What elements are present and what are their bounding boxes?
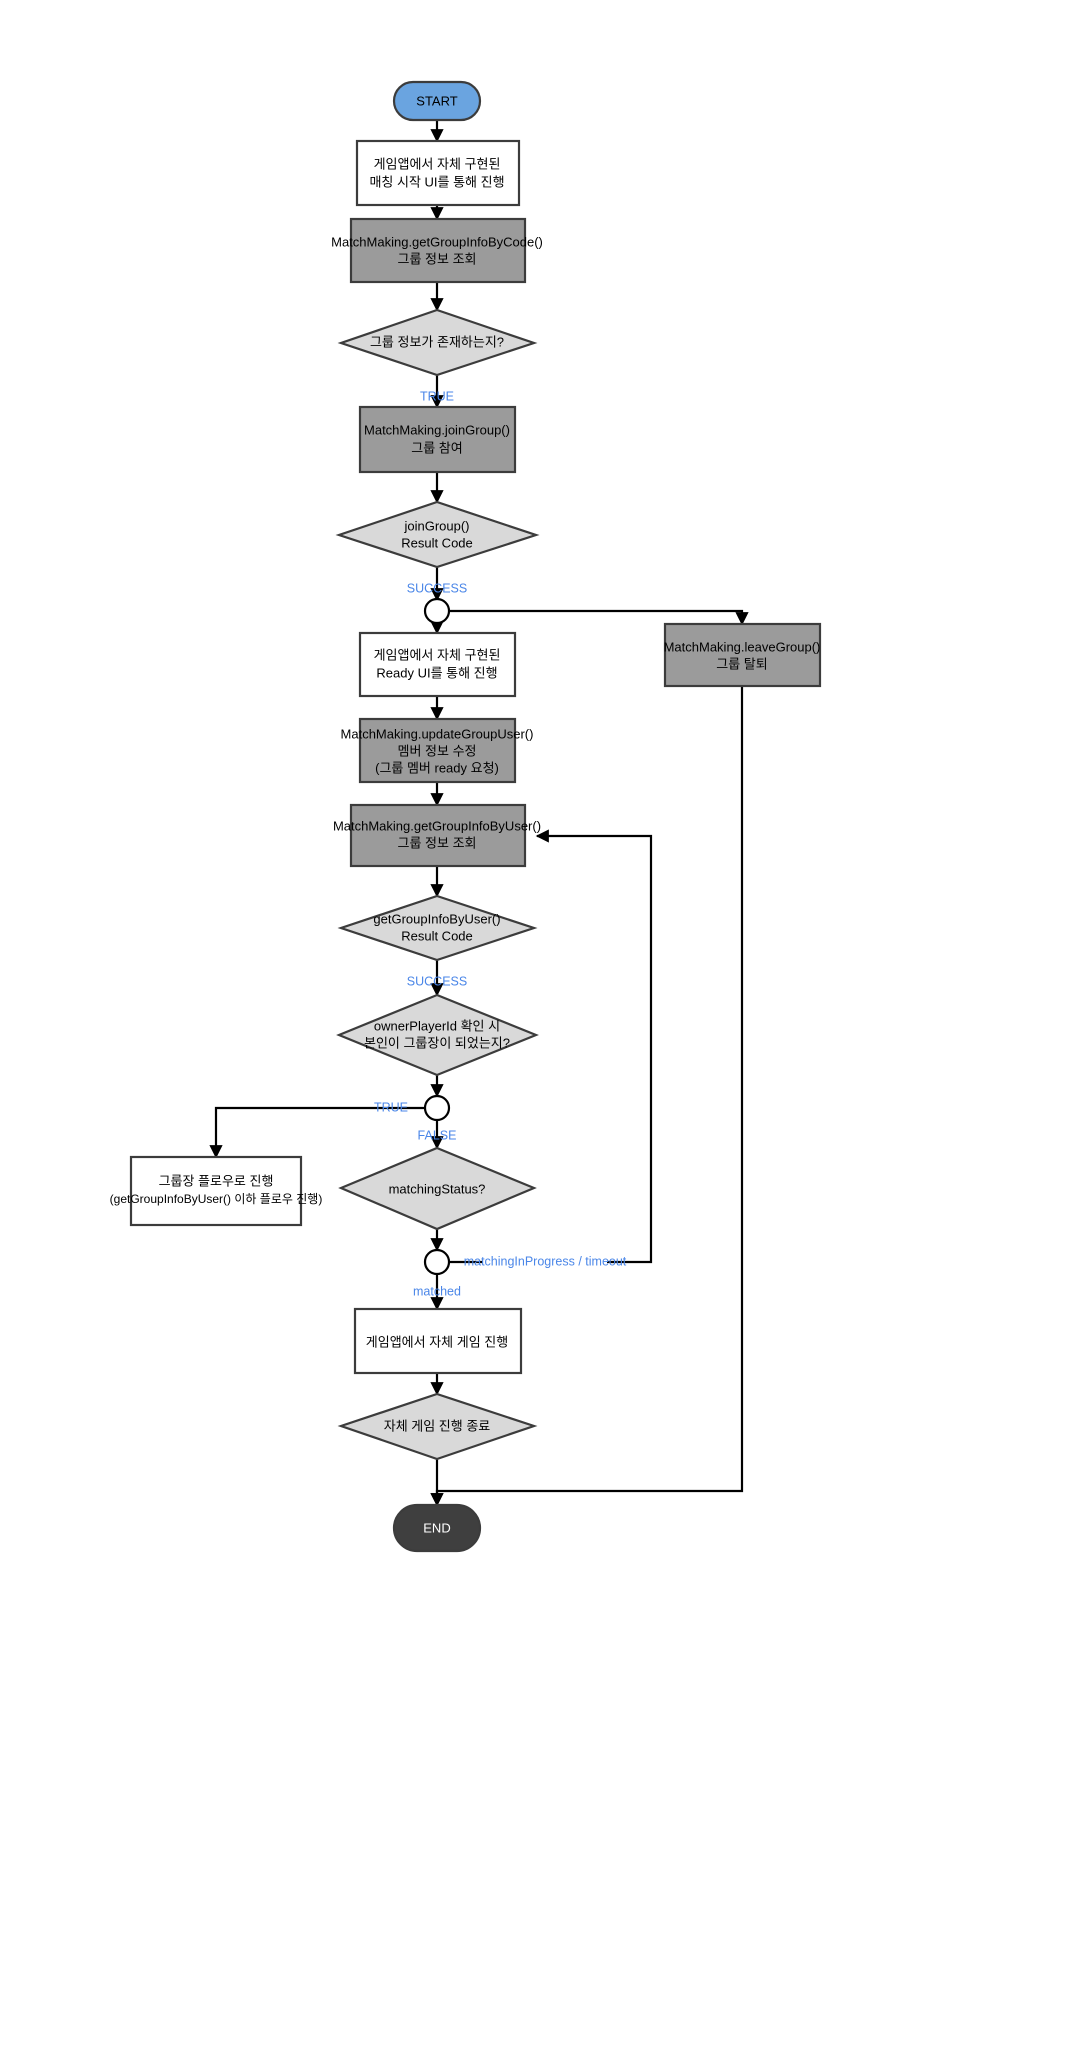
edge-junction3-to-getbyuser-loop [450,836,653,1264]
owner-check-shape [336,993,539,1077]
join-group-shape [358,405,517,474]
match-start-ui-line1: 게임앱에서 자체 구현된 [374,156,501,171]
edge-label-owner-true: TRUE [374,1100,408,1114]
matching-status-label: matchingStatus? [389,1181,486,1196]
get-group-info-by-user-result-shape [337,894,538,962]
game-end-shape [337,1392,538,1461]
edge-label-matched: matched [413,1284,461,1298]
owner-check-line2: 본인이 그룹장이 되었는지? [364,1035,510,1050]
leave-group-line2: 그룹 탈퇴 [716,656,767,671]
ready-ui-line1: 게임앱에서 자체 구현된 [374,647,501,662]
join-group-line2: 그룹 참여 [411,440,462,455]
join-group-result-line1: joinGroup() [403,518,469,533]
get-group-info-by-code-line2: 그룹 정보 조회 [398,251,477,266]
game-end-label: 자체 게임 진행 종료 [384,1418,491,1433]
junction-join-group-success[interactable] [423,597,451,625]
group-exists-label: 그룹 정보가 존재하는지? [370,334,504,349]
get-group-info-by-user-result-line2: Result Code [401,928,473,943]
node-game-end[interactable]: 자체 게임 진행 종료 [337,1392,538,1461]
owner-check-line1: ownerPlayerId 확인 시 [374,1018,500,1033]
get-group-info-by-user-line2: 그룹 정보 조회 [398,835,477,850]
node-owner-flow[interactable]: 그룹장 플로우로 진행 (getGroupInfoByUser() 이하 플로우… [110,1155,323,1227]
get-group-info-by-code-shape [349,217,527,284]
update-group-user-line1: MatchMaking.updateGroupUser() [341,726,534,741]
owner-flow-line2: (getGroupInfoByUser() 이하 플로우 진행) [110,1191,323,1206]
junction-owner-check[interactable] [423,1094,451,1122]
node-end[interactable]: END [392,1503,482,1553]
matching-status-shape [338,1146,537,1231]
node-start[interactable]: START [392,80,482,122]
node-get-group-info-by-code[interactable]: MatchMaking.getGroupInfoByCode() 그룹 정보 조… [331,217,543,284]
node-get-group-info-by-user-result[interactable]: getGroupInfoByUser() Result Code [337,894,538,962]
node-group-exists-decision[interactable]: 그룹 정보가 존재하는지? [337,308,538,377]
get-group-info-by-user-shape [349,803,527,868]
update-group-user-shape [358,717,517,784]
edge-label-group-exists-true: TRUE [420,389,454,403]
get-group-info-by-user-result-line1: getGroupInfoByUser() [373,911,500,926]
leave-group-shape [663,622,822,688]
join-group-result-shape [335,500,540,569]
match-start-ui-line2: 매칭 시작 UI를 통해 진행 [369,174,504,189]
node-get-group-info-by-user[interactable]: MatchMaking.getGroupInfoByUser() 그룹 정보 조… [333,803,541,868]
node-join-group-result[interactable]: joinGroup() Result Code [335,500,540,569]
update-group-user-line2: 멤버 정보 수정 [398,743,477,758]
node-update-group-user[interactable]: MatchMaking.updateGroupUser() 멤버 정보 수정 (… [341,717,534,784]
edges [209,120,749,1507]
join-group-result-line2: Result Code [401,535,473,550]
node-join-group[interactable]: MatchMaking.joinGroup() 그룹 참여 [358,405,517,474]
node-match-start-ui[interactable]: 게임앱에서 자체 구현된 매칭 시작 UI를 통해 진행 [355,139,521,207]
edge-label-matching-in-progress: matchingInProgress / timeout [464,1254,627,1268]
end-label: END [423,1520,450,1535]
edge-labels: TRUE SUCCESS SUCCESS TRUE FALSE matching… [374,389,627,1298]
end-shape [392,1503,482,1553]
group-exists-shape [337,308,538,377]
match-start-ui-shape [355,139,521,207]
ready-ui-line2: Ready UI를 통해 진행 [376,665,497,680]
node-matching-status[interactable]: matchingStatus? [338,1146,537,1231]
ready-ui-shape [358,631,517,698]
get-group-info-by-user-line1: MatchMaking.getGroupInfoByUser() [333,818,541,833]
leave-group-line1: MatchMaking.leaveGroup() [664,639,821,654]
edge-junction-to-leavegroup [450,609,749,626]
start-label: START [416,93,457,108]
join-group-line1: MatchMaking.joinGroup() [364,422,510,437]
junction-matching-status[interactable] [423,1248,451,1276]
edge-label-get-group-info-success: SUCCESS [407,974,467,988]
edge-label-owner-false: FALSE [418,1128,457,1142]
play-game-shape [353,1307,523,1375]
edge-junction2-to-ownerflow [209,1106,424,1159]
node-ready-ui[interactable]: 게임앱에서 자체 구현된 Ready UI를 통해 진행 [358,631,517,698]
node-leave-group[interactable]: MatchMaking.leaveGroup() 그룹 탈퇴 [663,622,822,688]
edge-label-join-group-success: SUCCESS [407,581,467,595]
node-owner-check[interactable]: ownerPlayerId 확인 시 본인이 그룹장이 되었는지? [336,993,539,1077]
update-group-user-line3: (그룹 멤버 ready 요청) [375,760,499,775]
node-play-game[interactable]: 게임앱에서 자체 게임 진행 [353,1307,523,1375]
start-shape [392,80,482,122]
owner-flow-line1: 그룹장 플로우로 진행 [159,1173,274,1188]
get-group-info-by-code-line1: MatchMaking.getGroupInfoByCode() [331,234,543,249]
play-game-label: 게임앱에서 자체 게임 진행 [366,1334,508,1349]
owner-flow-shape [129,1155,303,1227]
